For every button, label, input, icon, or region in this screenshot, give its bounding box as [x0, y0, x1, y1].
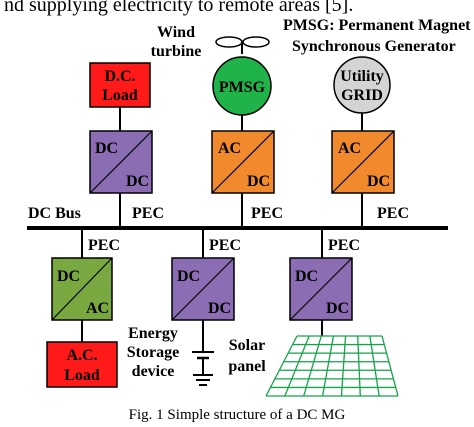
- dc-bus-label: DC Bus: [28, 205, 81, 222]
- converter-dc-dc-storage: DC DC: [171, 257, 235, 321]
- converter-pmsg-out: DC: [247, 173, 270, 190]
- converter-ac-load-out: AC: [86, 300, 109, 317]
- pmsg-generator: [212, 56, 272, 116]
- solar-label-1: Solar: [229, 337, 265, 354]
- converter-grid-in: AC: [338, 140, 361, 157]
- battery-icon: [192, 351, 214, 386]
- converter-grid-out: DC: [367, 173, 390, 190]
- figure-caption: Fig. 1 Simple structure of a DC MG: [128, 407, 346, 423]
- converter-ac-load-in: DC: [57, 268, 80, 285]
- converter-solar-in: DC: [295, 268, 318, 285]
- converter-top-out: DC: [126, 173, 149, 190]
- wind-turbine-icon: [215, 36, 270, 54]
- wind-label-1: Wind: [157, 24, 195, 41]
- pec-label-solar: PEC: [328, 237, 360, 254]
- solar-panel-icon: [265, 335, 399, 397]
- ac-load-box: [46, 341, 118, 388]
- converter-ac-dc-pmsg: AC DC: [211, 130, 275, 194]
- pec-label-pmsg: PEC: [251, 205, 283, 222]
- converter-top-in: DC: [95, 140, 118, 157]
- dc-load-box: [89, 62, 151, 108]
- converter-storage-out: DC: [208, 300, 231, 317]
- pec-label-storage: PEC: [209, 237, 241, 254]
- converter-ac-dc-grid: AC DC: [331, 130, 395, 194]
- grid-label-2: GRID: [341, 87, 383, 104]
- dc-load-label-1: D.C.: [104, 68, 135, 85]
- converter-dc-ac: DC AC: [51, 257, 113, 321]
- intro-text: nd supplying electricity to remote areas…: [4, 0, 354, 16]
- ac-load-label-1: A.C.: [66, 347, 97, 364]
- pec-label-ac-load: PEC: [88, 237, 120, 254]
- converter-solar-out: DC: [326, 300, 349, 317]
- storage-label-2: Storage: [127, 344, 179, 361]
- dc-load-label-2: Load: [102, 87, 138, 104]
- pmsg-label: PMSG: [219, 79, 266, 96]
- converter-dc-dc-top: DC DC: [89, 130, 153, 194]
- storage-label-3: device: [132, 363, 175, 380]
- utility-grid: [333, 56, 391, 114]
- converter-storage-in: DC: [177, 268, 200, 285]
- grid-label-1: Utility: [340, 68, 384, 85]
- converter-pmsg-in: AC: [218, 140, 241, 157]
- pec-label-grid: PEC: [377, 205, 409, 222]
- pmsg-definition-2: Synchronous Generator: [292, 38, 456, 55]
- wind-label-2: turbine: [151, 43, 202, 60]
- storage-label-1: Energy: [128, 325, 178, 342]
- converter-dc-dc-solar: DC DC: [289, 257, 353, 321]
- pmsg-definition-1: PMSG: Permanent Magnet: [283, 17, 471, 34]
- solar-label-2: panel: [228, 358, 266, 375]
- pec-label-dc-load: PEC: [132, 205, 164, 222]
- ac-load-label-2: Load: [64, 367, 100, 384]
